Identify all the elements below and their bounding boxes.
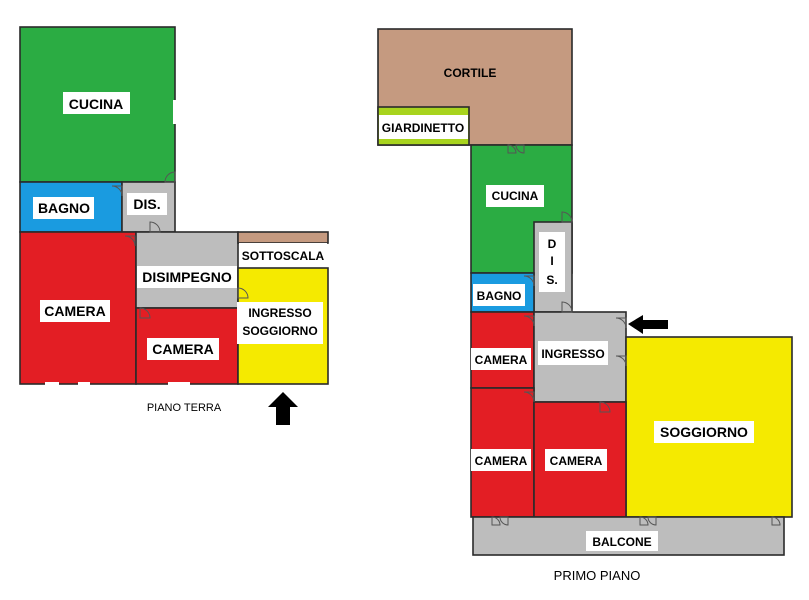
door-swing-icon	[139, 307, 151, 319]
label-dis-pp-1: D	[548, 237, 557, 251]
opening-mark	[45, 382, 59, 386]
label-bg	[545, 449, 607, 471]
label-dis-pp-3: S.	[546, 273, 557, 287]
label-camera-top-pp: CAMERA	[475, 353, 528, 367]
door-swing-icon	[647, 516, 657, 526]
giardinetto-inner	[379, 115, 468, 139]
label-dis-pp-2: I	[550, 254, 553, 268]
label-bg	[237, 302, 323, 344]
label-sottoscala-pt: SOTTOSCALA	[242, 249, 325, 263]
door-swing-icon	[491, 516, 501, 526]
opening-mark	[173, 100, 177, 124]
room-sottoscala-pt	[237, 231, 329, 244]
door-swing-icon	[615, 317, 627, 329]
door-swing-icon	[771, 516, 781, 526]
label-camera-center-pt: CAMERA	[152, 341, 213, 357]
label-bg	[471, 348, 531, 370]
label-soggiorno-pp: SOGGIORNO	[660, 424, 748, 440]
primo-piano-plan: CORTILE GIARDINETTO CUCINA D I S. BAGNO …	[377, 28, 793, 583]
door-swing-icon	[237, 287, 249, 299]
label-bg	[486, 185, 544, 207]
door-swing-icon	[507, 144, 517, 154]
door-swing-icon	[523, 275, 535, 287]
arrow-up-icon	[268, 392, 298, 425]
label-bg	[127, 193, 167, 215]
door-swing-icon	[149, 221, 161, 233]
label-bg	[539, 232, 565, 292]
door-swing-icon	[599, 401, 611, 413]
label-bg	[471, 449, 531, 471]
caption-piano-terra: PIANO TERRA	[147, 402, 222, 414]
door-swing-icon	[515, 144, 525, 154]
label-bg	[33, 197, 94, 219]
label-cortile-pp: CORTILE	[444, 66, 497, 80]
label-bg	[147, 338, 219, 360]
caption-primo-piano: PRIMO PIANO	[554, 568, 641, 583]
label-disimpegno-pt: DISIMPEGNO	[142, 269, 232, 285]
label-camera-bottom-right-pp: CAMERA	[550, 454, 603, 468]
door-swing-icon	[561, 211, 573, 223]
label-giardinetto-pp: GIARDINETTO	[382, 121, 464, 135]
label-bg	[40, 300, 110, 322]
label-dis-pt: DIS.	[133, 196, 160, 212]
door-swing-icon	[561, 301, 573, 313]
door-swing-icon	[124, 235, 136, 247]
door-swing-icon	[523, 391, 535, 403]
label-balcone-pp: BALCONE	[592, 535, 651, 549]
label-cucina-pt: CUCINA	[69, 96, 123, 112]
door-swing-icon	[523, 315, 535, 327]
room-sottoscala-label-area	[239, 243, 327, 268]
label-bg	[586, 531, 658, 551]
label-bg	[137, 266, 237, 288]
label-bagno-pt: BAGNO	[38, 200, 90, 216]
label-bg	[654, 421, 754, 443]
label-bagno-pp: BAGNO	[477, 289, 522, 303]
label-camera-left-pt: CAMERA	[44, 303, 105, 319]
label-ingresso-pp: INGRESSO	[541, 347, 604, 361]
label-bg	[473, 284, 525, 306]
arrow-left-icon	[628, 315, 668, 334]
label-ingresso-pt: INGRESSO	[248, 306, 311, 320]
opening-mark	[78, 382, 90, 386]
door-swing-icon	[615, 355, 627, 367]
label-bg	[63, 92, 130, 114]
label-soggiorno-pt: SOGGIORNO	[242, 324, 317, 338]
door-swing-icon	[499, 516, 509, 526]
label-bg	[538, 341, 608, 365]
label-cucina-pp: CUCINA	[492, 189, 539, 203]
piano-terra-plan: CUCINA BAGNO DIS. CAMERA DISIMPEGNO SOTT…	[19, 26, 329, 425]
label-camera-bottom-left-pp: CAMERA	[475, 454, 528, 468]
door-swing-icon	[164, 171, 176, 183]
opening-mark	[168, 382, 190, 386]
door-swing-icon	[639, 516, 649, 526]
door-swing-icon	[111, 185, 123, 197]
